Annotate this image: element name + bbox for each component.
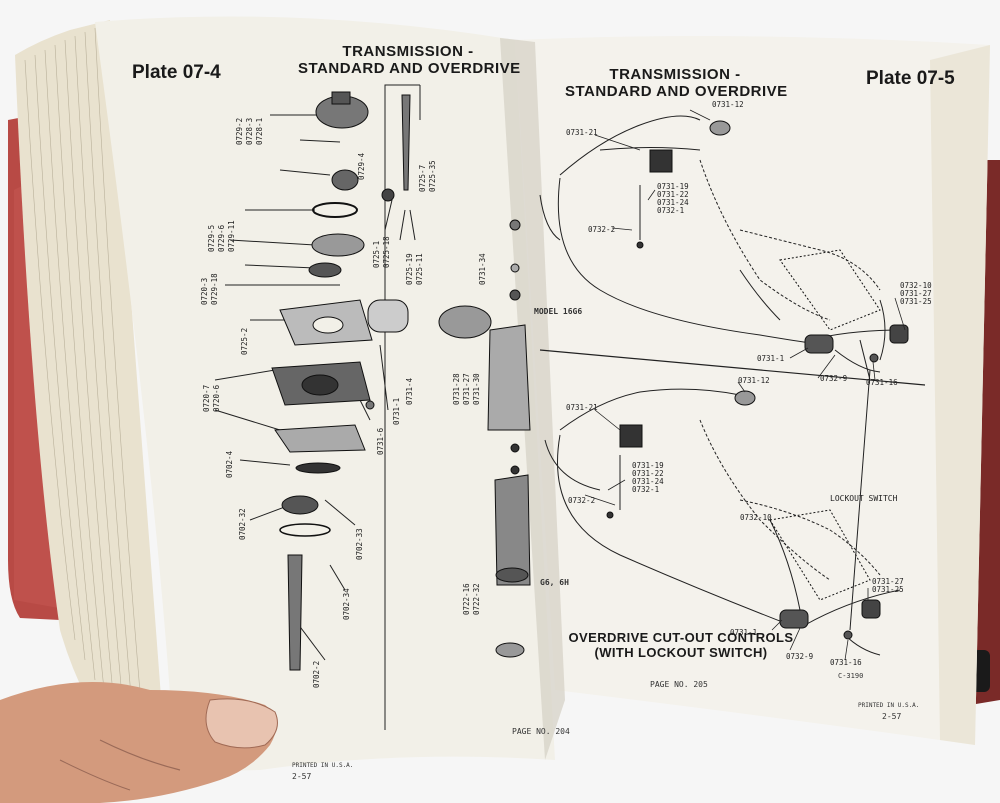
part-label: 0732-9 [786, 652, 814, 661]
part-label: 0729-18 [210, 273, 219, 305]
part-label: 0731-27 [900, 289, 932, 298]
left-page-title: TRANSMISSION - STANDARD AND OVERDRIVE [298, 43, 521, 77]
part-label: 0732-2 [588, 225, 616, 234]
right-title-line2: STANDARD AND OVERDRIVE [565, 83, 788, 100]
part-label: 0732-10 [900, 281, 932, 290]
caption-line2: (WITH LOCKOUT SWITCH) [594, 645, 768, 660]
part-label: 0731-19 [657, 182, 689, 191]
part-label: 0702-34 [342, 588, 351, 620]
part-label: 0731-4 [405, 377, 414, 405]
part-label: 0732-1 [657, 206, 685, 215]
left-printed: PRINTED IN U.S.A. [292, 762, 354, 769]
caption-line1: OVERDRIVE CUT-OUT CONTROLS [568, 630, 794, 645]
part-label: 0729-2 [235, 117, 244, 145]
left-plate-number: Plate 07-4 [132, 62, 221, 83]
part-label: 0731-30 [472, 373, 481, 405]
part-label: 0722-32 [472, 583, 481, 615]
part-label: 0731-16 [830, 658, 862, 667]
part-label: 0731-1 [757, 354, 785, 363]
left-page-number: PAGE NO. 204 [512, 727, 570, 736]
right-page-number: PAGE NO. 205 [650, 680, 708, 689]
part-label: 0725-1 [372, 240, 381, 268]
part-label: 0731-16 [866, 378, 898, 387]
model-label: MODEL 16G6 [534, 307, 583, 316]
part-label: 0731-12 [712, 100, 744, 109]
part-label: 0728-3 [245, 117, 254, 145]
left-date: 2-57 [292, 772, 312, 781]
lockout-switch-label: LOCKOUT SWITCH [830, 494, 898, 503]
part-label: 0702-2 [312, 660, 321, 688]
part-label: 0725-7 [418, 164, 427, 192]
part-label: 0729-6 [217, 224, 226, 252]
part-label: 0702-32 [238, 508, 247, 540]
part-label: 0731-24 [657, 198, 689, 207]
right-page-title: TRANSMISSION - STANDARD AND OVERDRIVE [565, 66, 788, 100]
part-label: 0729-11 [227, 220, 236, 252]
part-label: 0720-7 [202, 384, 211, 412]
part-label: 0731-28 [452, 373, 461, 405]
right-title-line1: TRANSMISSION - [609, 66, 741, 83]
part-label: 0731-1 [730, 628, 758, 637]
part-label: 0732-9 [820, 374, 848, 383]
part-label: 0731-24 [632, 477, 664, 486]
part-label: 0731-27 [872, 577, 904, 586]
part-label-group: 0732-10 0731-27 0731-25 [900, 282, 932, 306]
part-label: 0731-21 [566, 403, 598, 412]
part-label: 0722-16 [462, 583, 471, 615]
part-label: 0720-3 [200, 277, 209, 305]
part-label-group: 0731-27 0731-25 [872, 578, 904, 594]
right-plate-number: Plate 07-5 [866, 68, 955, 89]
right-printed: PRINTED IN U.S.A. [858, 702, 920, 709]
part-label: 0732-2 [568, 496, 596, 505]
part-label: 0731-19 [632, 461, 664, 470]
part-label: 0728-1 [255, 117, 264, 145]
part-label: 0731-27 [462, 373, 471, 405]
part-label: 0729-4 [357, 152, 366, 180]
part-label-group: 0731-19 0731-22 0731-24 0732-1 [657, 183, 689, 215]
part-label: 0702-4 [225, 450, 234, 478]
part-label-group: 0731-19 0731-22 0731-24 0732-1 [632, 462, 664, 494]
part-label: 0731-22 [657, 190, 689, 199]
part-label: 0729-5 [207, 224, 216, 252]
part-label: 0731-25 [900, 297, 932, 306]
part-label: 0725-2 [240, 327, 249, 355]
part-label: 0720-6 [212, 384, 221, 412]
left-title-line1: TRANSMISSION - [342, 43, 474, 60]
part-label: 0731-1 [392, 397, 401, 425]
part-label: 0731-6 [376, 427, 385, 455]
part-label: 0725-18 [382, 236, 391, 268]
figure-code: C-3190 [838, 672, 864, 680]
part-label: 0702-33 [355, 528, 364, 560]
part-label: 0732-10 [740, 513, 772, 522]
part-label: 0731-21 [566, 128, 598, 137]
part-label: 0732-1 [632, 485, 660, 494]
left-title-line2: STANDARD AND OVERDRIVE [298, 60, 521, 77]
part-label: 0731-25 [872, 585, 904, 594]
part-label: 0725-11 [415, 253, 424, 285]
part-label: 0731-34 [478, 253, 487, 285]
right-caption: OVERDRIVE CUT-OUT CONTROLS (WITH LOCKOUT… [566, 630, 796, 660]
right-date: 2-57 [882, 712, 902, 721]
part-label: 0725-19 [405, 253, 414, 285]
model-label-2: G6, 6H [540, 578, 569, 587]
part-label: 0731-22 [632, 469, 664, 478]
part-label: 0725-35 [428, 160, 437, 192]
part-label: 0731-12 [738, 376, 770, 385]
